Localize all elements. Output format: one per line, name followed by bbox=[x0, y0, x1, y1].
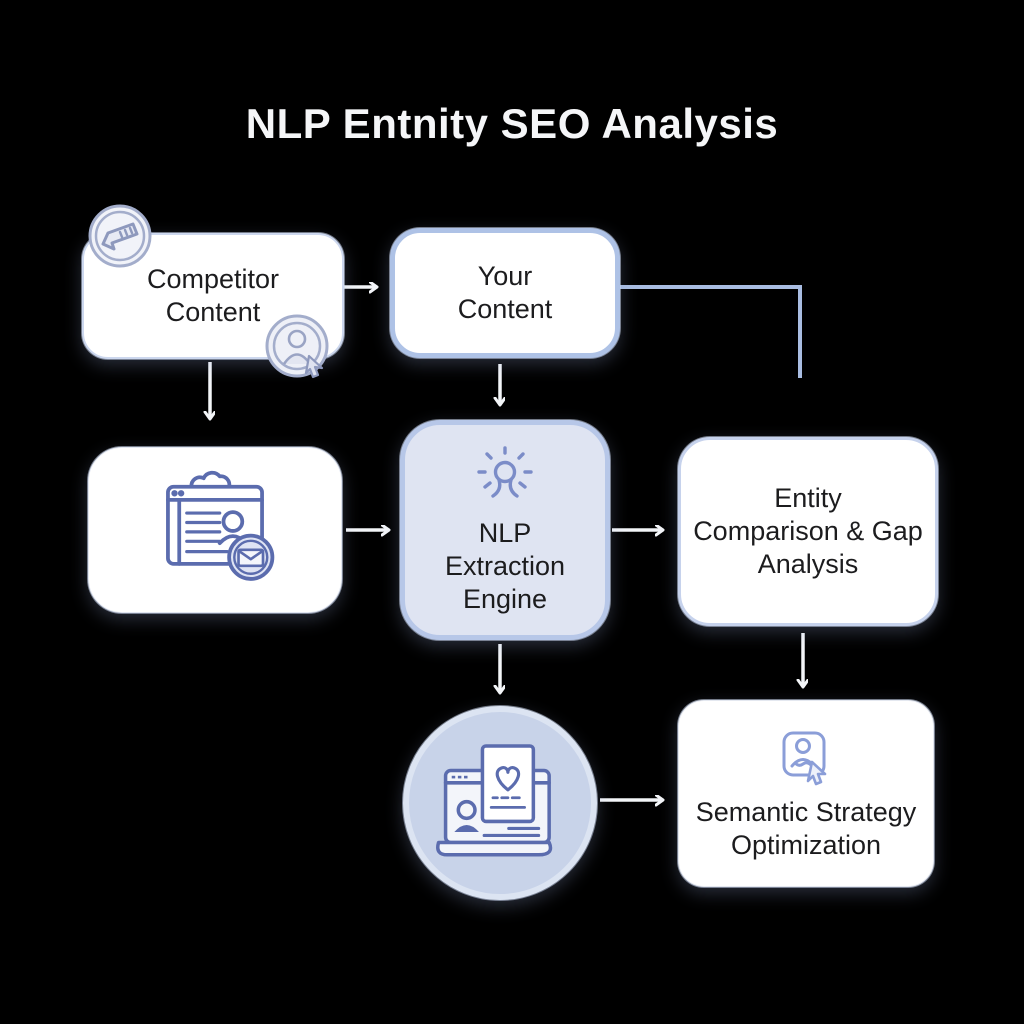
connector-yourcontent-to-entity-elbow bbox=[612, 285, 802, 378]
node-entity-comparison: Entity Comparison & Gap Analysis bbox=[678, 437, 938, 626]
node-nlp-extraction-engine: NLP Extraction Engine bbox=[400, 420, 610, 640]
sparkle-icon bbox=[469, 445, 541, 511]
node-content-source bbox=[88, 447, 342, 613]
diagram-title: NLP Entnity SEO Analysis bbox=[245, 100, 779, 147]
node-your-content: Your Content bbox=[390, 228, 620, 358]
tag-badge-icon bbox=[87, 203, 153, 269]
user-select-icon bbox=[775, 726, 837, 788]
user-cursor-badge-icon bbox=[263, 313, 331, 381]
node-semantic-strategy: Semantic Strategy Optimization bbox=[678, 700, 934, 887]
laptop-heart-document-icon bbox=[421, 728, 579, 878]
your-content-label: Your Content bbox=[457, 261, 553, 324]
nlp-extraction-engine-label: NLP Extraction Engine bbox=[444, 517, 566, 614]
competitor-content-label: Competitor Content bbox=[146, 264, 280, 327]
semantic-strategy-label: Semantic Strategy Optimization bbox=[695, 796, 917, 860]
webpage-profile-mail-icon bbox=[135, 464, 295, 596]
node-content-scan bbox=[403, 706, 597, 900]
entity-comparison-label: Entity Comparison & Gap Analysis bbox=[693, 483, 923, 579]
